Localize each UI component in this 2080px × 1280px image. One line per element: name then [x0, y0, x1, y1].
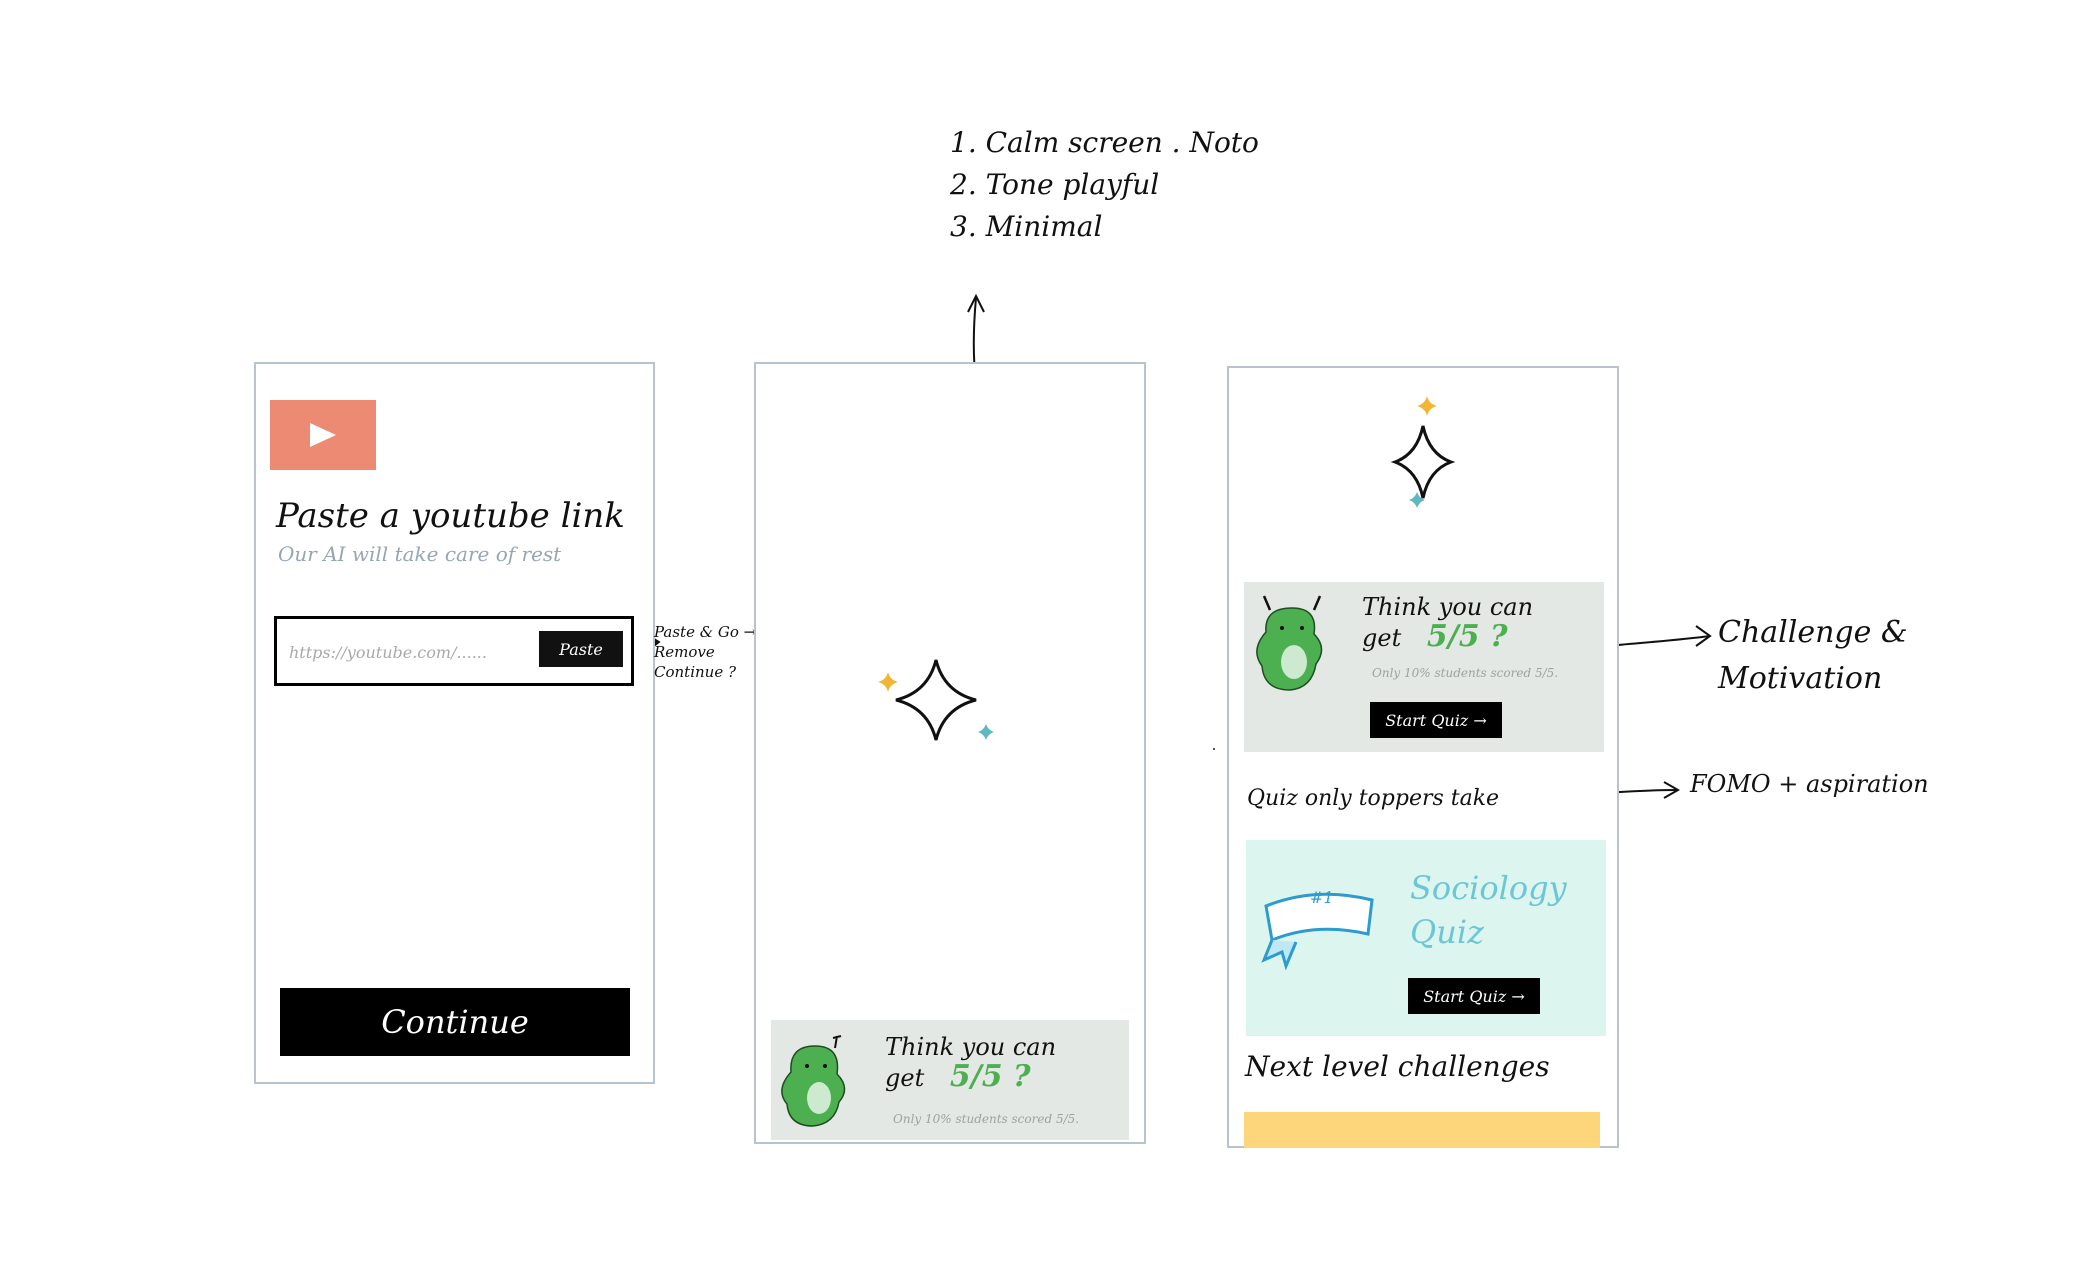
stray-dot: [1213, 748, 1215, 750]
paste-link-screen: Paste a youtube link Our AI will take ca…: [254, 362, 655, 1084]
page-title: Paste a youtube link: [276, 496, 625, 536]
quiz-title-line-1: Sociology: [1410, 869, 1567, 907]
note-1: 1. Calm screen . Noto: [950, 126, 1259, 159]
card-get: get: [885, 1064, 925, 1092]
challenge-card[interactable]: Think you can get 5/5 ? Only 10% student…: [1244, 582, 1604, 752]
paste-note-line-2: Remove: [654, 643, 715, 661]
challenge-card[interactable]: Think you can get 5/5 ? Only 10% student…: [771, 1020, 1129, 1140]
annotation-challenge-line-2: Motivation: [1718, 661, 1883, 696]
challenge-arrow-head: [1695, 625, 1712, 647]
card-line-2: get 5/5 ?: [1362, 622, 1533, 653]
card-subtext: Only 10% students scored 5/5.: [1372, 666, 1559, 680]
start-quiz-button[interactable]: Start Quiz →: [1408, 978, 1540, 1014]
url-input-container: Paste: [274, 616, 634, 686]
play-icon: [310, 423, 336, 447]
mascot-icon: [1256, 595, 1323, 691]
card-line-1: Think you can: [1362, 593, 1534, 621]
card-score: 5/5 ?: [949, 1059, 1031, 1094]
quiz-list-screen: Think you can get 5/5 ? Only 10% student…: [1227, 366, 1619, 1148]
continue-button[interactable]: Continue: [280, 988, 630, 1056]
mascot-icon: [781, 1035, 846, 1127]
start-quiz-button[interactable]: Start Quiz →: [1370, 702, 1502, 738]
card-get: get: [1362, 624, 1402, 652]
card-headline: Think you can get 5/5 ?: [1362, 592, 1533, 653]
section-heading-toppers: Quiz only toppers take: [1247, 786, 1500, 811]
fomo-arrow-head: [1663, 781, 1681, 799]
card-score: 5/5 ?: [1426, 619, 1508, 654]
paste-note-line-1: Paste & Go →: [654, 623, 757, 641]
sparkle-icon: [1390, 396, 1456, 508]
note-2: 2. Tone playful: [950, 168, 1160, 201]
quiz-title: Sociology Quiz: [1410, 866, 1567, 954]
annotation-challenge: Challenge & Motivation: [1718, 610, 1908, 702]
page-subtitle: Our AI will take care of rest: [278, 542, 562, 566]
annotation-challenge-line-1: Challenge &: [1718, 615, 1908, 650]
paste-note-line-3: Continue ?: [654, 663, 737, 681]
sparkle-icon: [878, 659, 994, 741]
annotation-fomo: FOMO + aspiration: [1690, 770, 1929, 798]
calm-loading-screen: Think you can get 5/5 ? Only 10% student…: [754, 362, 1146, 1144]
design-notes: 1. Calm screen . Noto 2. Tone playful 3.…: [950, 122, 1290, 248]
sociology-quiz-card[interactable]: #1 Sociology Quiz Start Quiz →: [1246, 840, 1606, 1036]
up-arrow-head: [967, 293, 985, 313]
card-line-1: Think you can: [885, 1033, 1057, 1061]
card-headline: Think you can get 5/5 ?: [885, 1032, 1056, 1093]
challenge-card-partial[interactable]: [1244, 1112, 1600, 1148]
ribbon-badge-icon: [1261, 892, 1374, 970]
youtube-logo: [270, 400, 376, 470]
section-heading-next-level: Next level challenges: [1245, 1050, 1550, 1083]
paste-button[interactable]: Paste: [539, 631, 623, 667]
youtube-url-input[interactable]: [287, 635, 511, 669]
quiz-title-line-2: Quiz: [1410, 913, 1484, 951]
note-3: 3. Minimal: [950, 210, 1103, 243]
rank-badge: #1: [1310, 888, 1334, 907]
card-subtext: Only 10% students scored 5/5.: [893, 1112, 1080, 1126]
challenge-arrow: [1605, 635, 1711, 647]
paste-note: Paste & Go → Remove Continue ?: [654, 622, 756, 682]
card-line-2: get 5/5 ?: [885, 1062, 1056, 1093]
